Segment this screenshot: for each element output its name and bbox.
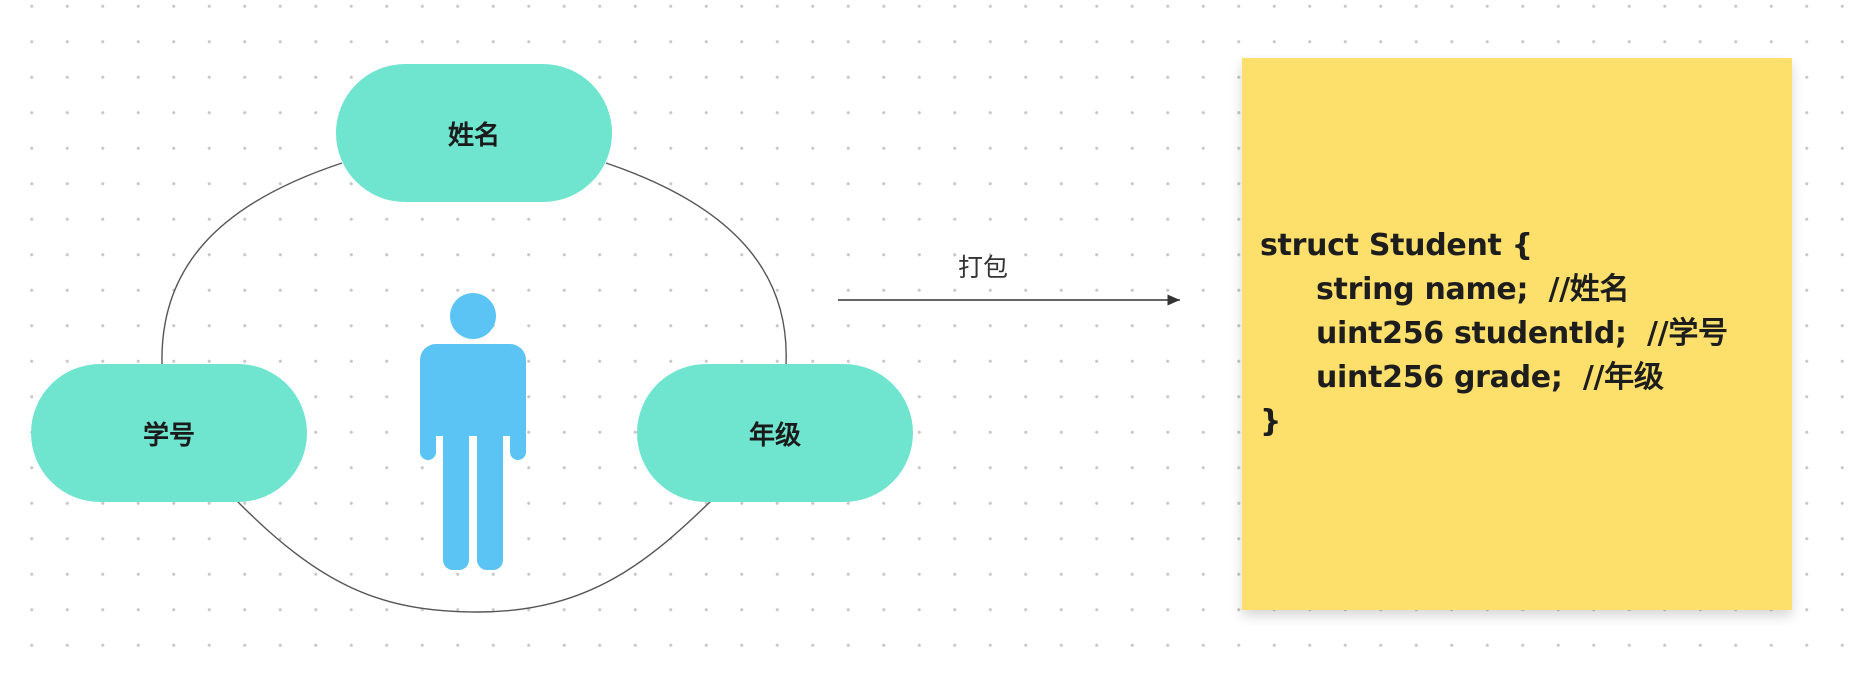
code-line: }: [1260, 404, 1282, 439]
code-line: uint256 grade; //年级: [1316, 360, 1664, 395]
person-icon: [420, 293, 526, 570]
node-name[interactable]: 姓名: [336, 64, 612, 202]
node-student-id-label: 学号: [142, 420, 195, 451]
node-grade[interactable]: 年级: [637, 364, 913, 502]
node-student-id[interactable]: 学号: [31, 364, 307, 502]
struct-code: struct Student { string name; //姓名 uint2…: [1260, 224, 1782, 444]
code-line: uint256 studentId; //学号: [1316, 316, 1728, 351]
node-name-label: 姓名: [447, 120, 500, 151]
sticky-note[interactable]: struct Student { string name; //姓名 uint2…: [1242, 58, 1792, 610]
connector-name-to-id: [161, 162, 343, 365]
connector-name-to-grade: [605, 162, 787, 365]
code-line: struct Student {: [1260, 228, 1533, 263]
code-line: string name; //姓名: [1316, 272, 1630, 307]
connector-id-to-grade: [235, 499, 713, 613]
arrow-label: 打包: [958, 253, 1009, 282]
node-grade-label: 年级: [748, 420, 801, 451]
